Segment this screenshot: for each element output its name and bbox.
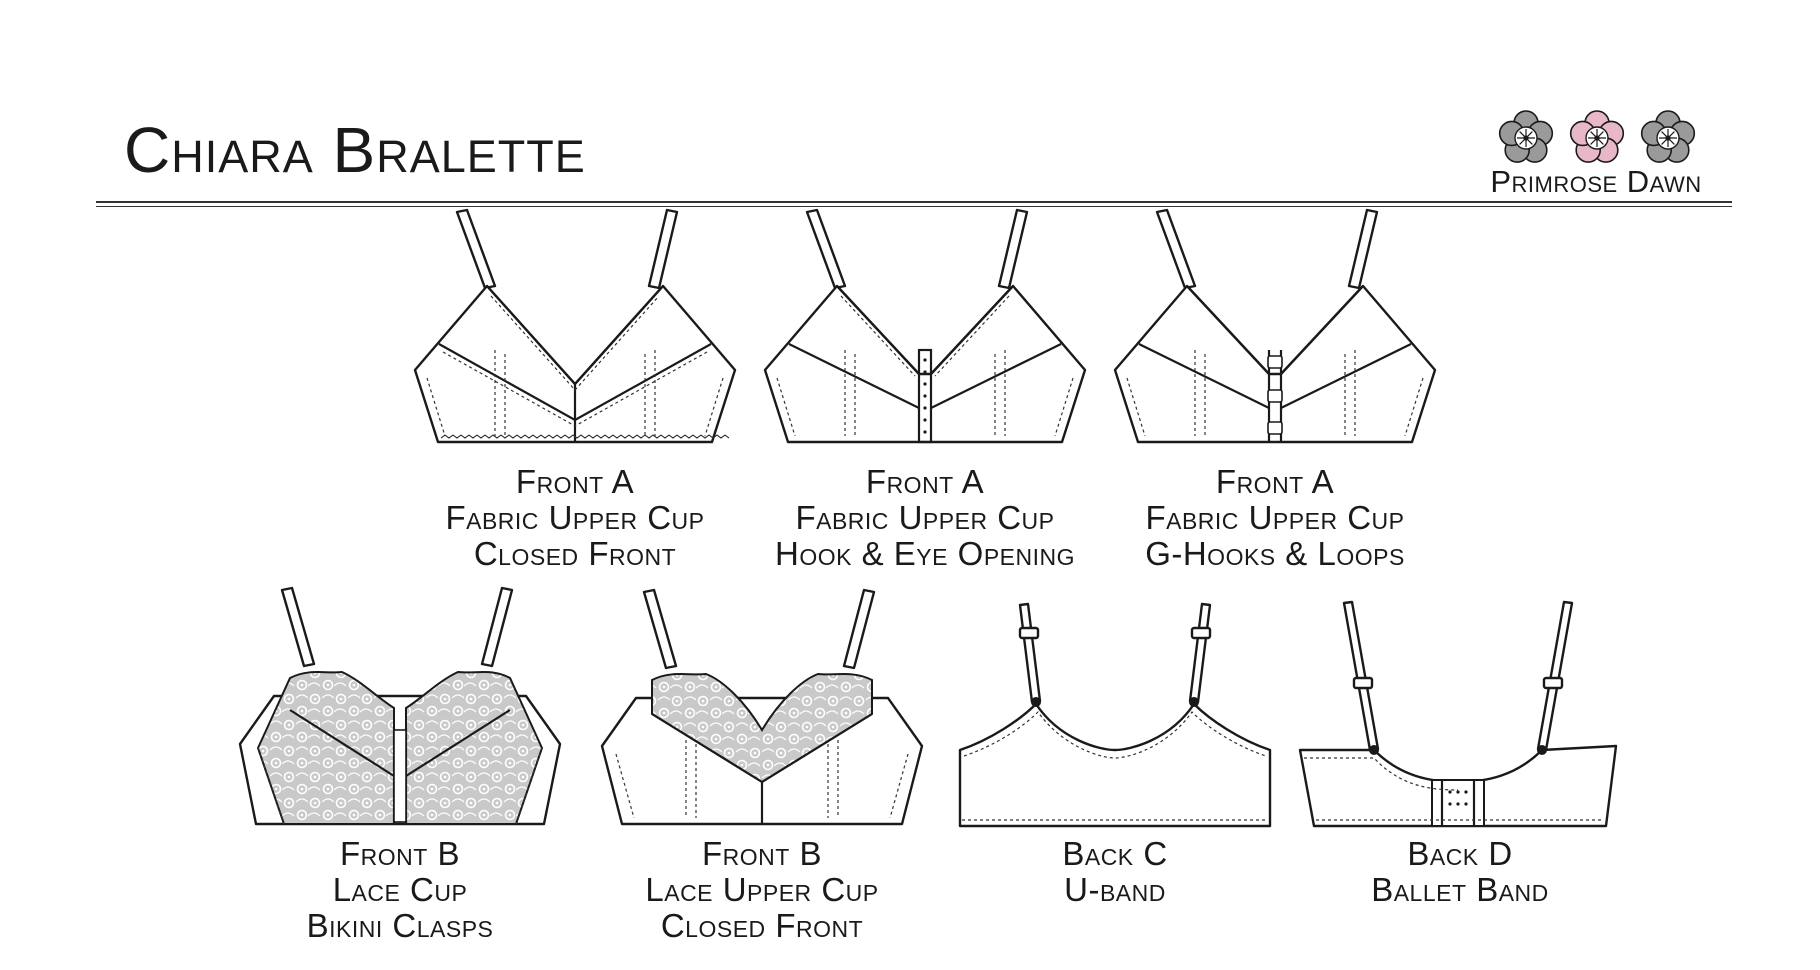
caption-line: Closed Front (473, 535, 677, 572)
header-divider-thin (96, 206, 1732, 207)
back-d-ballet-band-sketch (1298, 600, 1618, 828)
caption-line: Fabric Upper Cup (1145, 499, 1405, 536)
caption-line: Hook & Eye Opening (774, 535, 1075, 572)
caption-line: Front B (702, 835, 822, 872)
flower-logo-icon (1498, 110, 1696, 163)
brand-name: Primrose Dawn (1490, 164, 1702, 199)
caption-line: Front A (865, 463, 985, 500)
caption-line: Front A (515, 463, 635, 500)
caption-line: G-Hooks & Loops (1145, 535, 1405, 572)
caption-line: Back D (1407, 835, 1513, 872)
caption-line: U-band (1064, 871, 1166, 908)
caption-front-b-lace-cup: Front B Lace Cup Bikini Clasps (230, 836, 570, 944)
caption-front-a-g-hooks: Front A Fabric Upper Cup G-Hooks & Loops (1105, 464, 1445, 572)
front-a-hook-eye-sketch (763, 208, 1087, 444)
caption-line: Ballet Band (1371, 871, 1549, 908)
page-title: Chiara Bralette (124, 114, 586, 186)
caption-line: Fabric Upper Cup (445, 499, 705, 536)
front-b-lace-cup-sketch (238, 586, 562, 826)
caption-line: Front B (340, 835, 460, 872)
caption-line: Lace Cup (332, 871, 468, 908)
caption-front-a-closed: Front A Fabric Upper Cup Closed Front (405, 464, 745, 572)
caption-back-d: Back D Ballet Band (1290, 836, 1630, 908)
caption-line: Fabric Upper Cup (795, 499, 1055, 536)
caption-line: Front A (1215, 463, 1335, 500)
caption-line: Closed Front (660, 907, 864, 944)
caption-back-c: Back C U-band (950, 836, 1280, 908)
front-b-lace-upper-cup-sketch (600, 588, 924, 826)
caption-line: Bikini Clasps (306, 907, 494, 944)
front-a-g-hooks-sketch (1113, 208, 1437, 444)
caption-line: Back C (1062, 835, 1168, 872)
caption-front-b-lace-upper: Front B Lace Upper Cup Closed Front (592, 836, 932, 944)
back-c-u-band-sketch (958, 602, 1272, 828)
header-divider (96, 201, 1732, 203)
front-a-closed-front-sketch (413, 208, 737, 444)
caption-front-a-hook-eye: Front A Fabric Upper Cup Hook & Eye Open… (755, 464, 1095, 572)
caption-line: Lace Upper Cup (645, 871, 879, 908)
